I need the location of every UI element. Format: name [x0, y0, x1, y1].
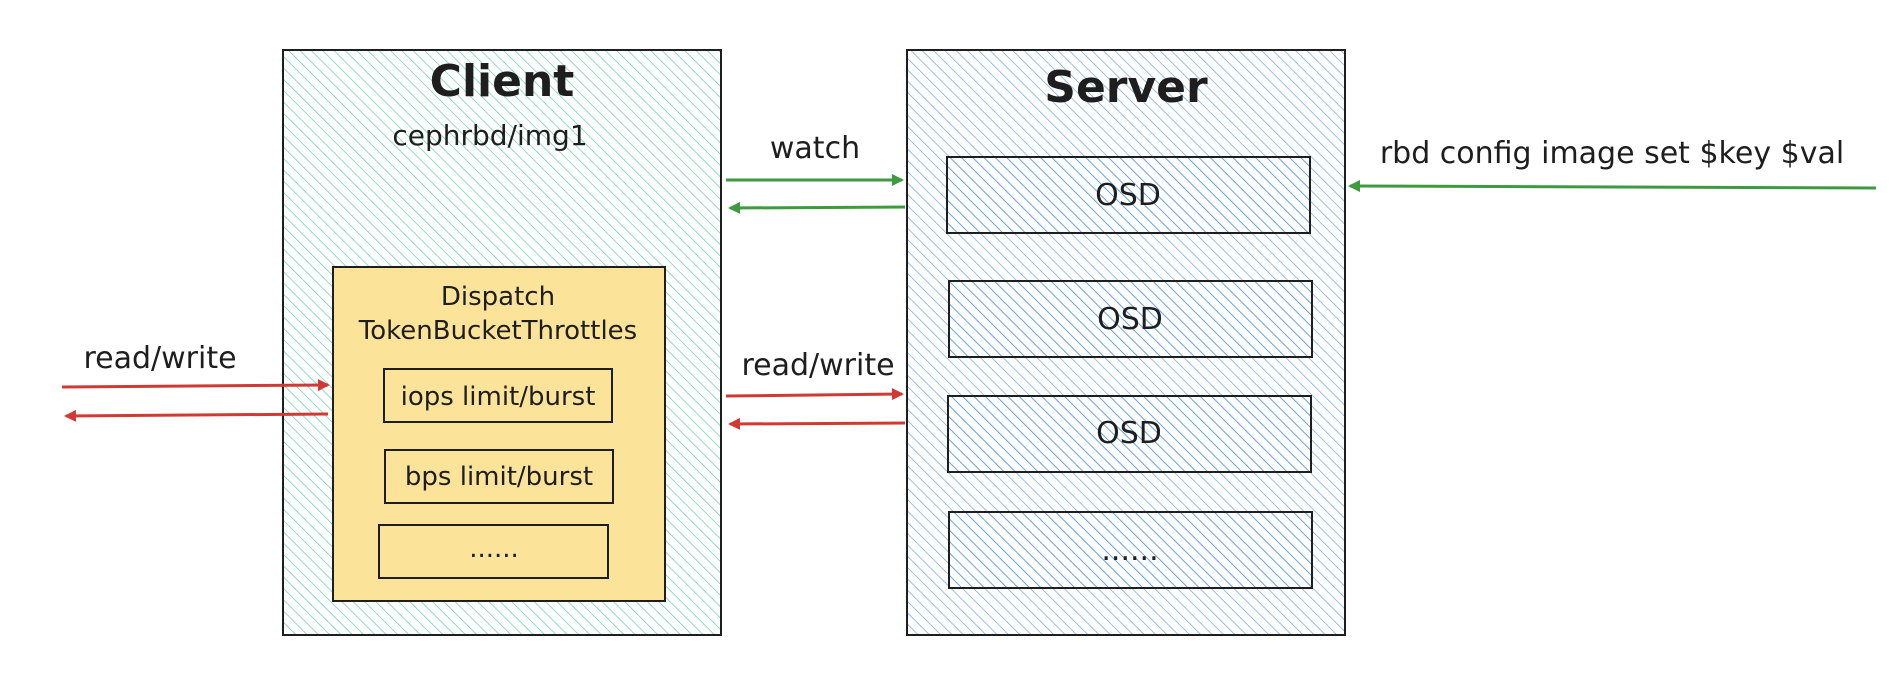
dispatch-item-iops: iops limit/burst [401, 382, 596, 412]
server-box: Server OSD OSD OSD ...... [906, 49, 1346, 636]
osd-more-label: ...... [1101, 533, 1158, 568]
arrow-in [61, 379, 330, 392]
rw-arrow-to-server [725, 388, 904, 401]
arrow-out [64, 409, 329, 422]
dispatch-title-line1: Dispatch [441, 282, 555, 312]
osd-box [948, 511, 1313, 589]
watch-label: watch [770, 131, 860, 166]
middle-readwrite-arrows: read/write [725, 348, 906, 430]
client-title: Client [430, 56, 575, 107]
dispatch-item-bps: bps limit/burst [405, 462, 593, 492]
osd-label: OSD [1096, 416, 1162, 451]
watch-arrow-to-client [728, 201, 906, 214]
dispatch-item-more: ...... [469, 534, 519, 564]
dispatch-title-line2: TokenBucketThrottles [358, 316, 637, 346]
osd-label: OSD [1097, 302, 1163, 337]
watch-arrows: watch [726, 131, 906, 214]
left-readwrite-label: read/write [83, 341, 236, 376]
dispatch-item-box [383, 368, 613, 423]
client-subtitle: cephrbd/img1 [392, 119, 587, 152]
osd-box [946, 156, 1311, 234]
rw-arrow-to-client [728, 417, 906, 430]
server-title: Server [1044, 62, 1208, 113]
left-readwrite-arrows: read/write [61, 341, 330, 422]
dispatch-item-box [378, 524, 609, 579]
config-command-label: rbd config image set $key $val [1380, 136, 1844, 171]
osd-label: OSD [1095, 178, 1161, 213]
dispatch-item-box [384, 449, 614, 504]
config-arrow [1348, 180, 1877, 193]
osd-box [948, 280, 1313, 358]
dispatch-box: Dispatch TokenBucketThrottles iops limit… [332, 266, 666, 602]
osd-box [947, 395, 1312, 473]
middle-readwrite-label: read/write [741, 348, 894, 383]
config-command-arrow: rbd config image set $key $val [1348, 136, 1877, 193]
